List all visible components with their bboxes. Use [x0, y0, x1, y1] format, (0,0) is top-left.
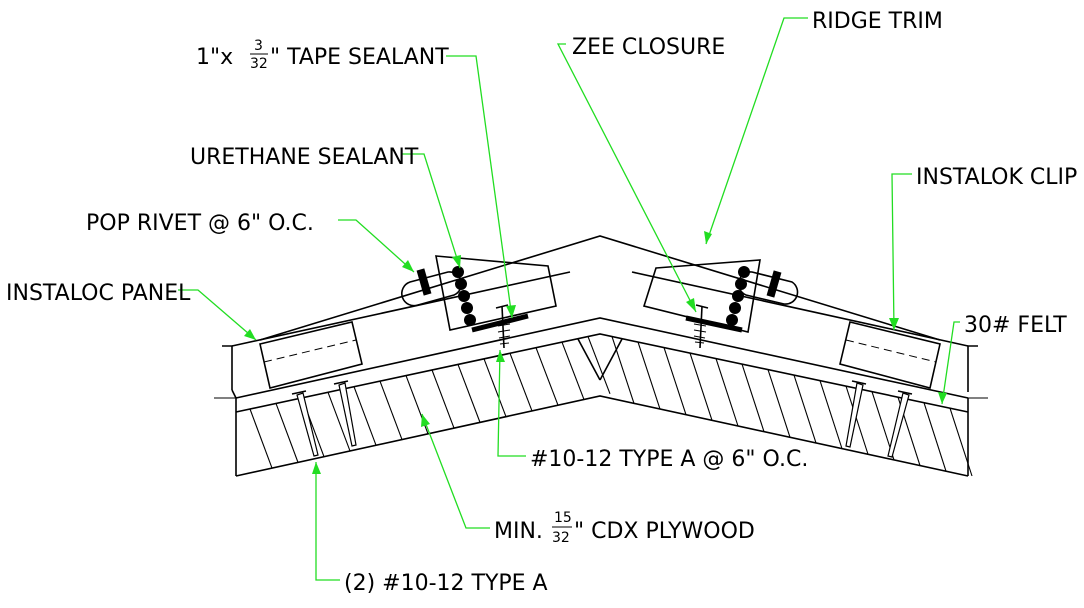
- callout-plywood: MIN. 15 32 " CDX PLYWOOD: [494, 510, 755, 546]
- tape-sealant-numerator: 3: [254, 38, 263, 54]
- instalok-clip-label: INSTALOK CLIP: [916, 165, 1077, 190]
- instaloc-panel-label: INSTALOC PANEL: [6, 281, 191, 306]
- right-instalok-clip: [839, 321, 941, 389]
- left-zee-closure: [435, 255, 557, 331]
- felt-label: 30# FELT: [964, 313, 1067, 338]
- left-instalok-clip: [259, 321, 363, 389]
- hatch-line: [715, 358, 739, 427]
- urethane-sealant-label: URETHANE SEALANT: [190, 145, 419, 170]
- hatch-line: [611, 336, 635, 404]
- hatch-line: [689, 352, 713, 421]
- right-urethane-sealant: [726, 266, 750, 326]
- hatch-line: [561, 341, 585, 400]
- right-tape-sealant-screw: [685, 304, 743, 349]
- right-zee-closure: [642, 259, 761, 333]
- callout-tape-sealant: 1"x 3 32 " TAPE SEALANT: [196, 38, 449, 72]
- hatch-line: [923, 402, 947, 472]
- zee-closure-label: ZEE CLOSURE: [572, 35, 725, 60]
- hatch-line: [353, 386, 377, 446]
- hatch-line: [845, 385, 869, 455]
- right-panel: [631, 271, 988, 399]
- plywood-numerator: 15: [554, 510, 572, 526]
- hatch-line: [327, 392, 351, 452]
- tape-sealant-prefix: 1"x: [196, 45, 233, 70]
- plywood-label: " CDX PLYWOOD: [574, 519, 755, 544]
- hatch-line: [483, 358, 507, 417]
- left-panel: [214, 271, 571, 399]
- screw-type-a-oc-label: #10-12 TYPE A @ 6" O.C.: [530, 447, 808, 472]
- hatch-line: [431, 369, 455, 429]
- hatch-line: [767, 369, 791, 438]
- plywood-denominator: 32: [552, 530, 570, 546]
- right-clip-screws: [845, 380, 913, 458]
- left-clip-screws: [291, 380, 357, 457]
- hatch-line: [637, 341, 661, 410]
- tape-sealant-label: " TAPE SEALANT: [270, 45, 449, 70]
- hatch-line: [379, 380, 403, 440]
- hatch-line: [587, 336, 611, 394]
- ridge-trim: [259, 235, 941, 341]
- hatch-line: [249, 408, 273, 469]
- hatch-line: [509, 353, 533, 412]
- hatch-line: [741, 363, 765, 432]
- leader-lines: [178, 17, 960, 581]
- plywood-deck: [235, 317, 969, 477]
- hatch-line: [457, 364, 481, 423]
- left-urethane-sealant: [452, 266, 476, 326]
- hatch-line: [793, 374, 817, 444]
- plywood-prefix: MIN.: [494, 519, 543, 544]
- left-tape-sealant-screw: [471, 304, 529, 349]
- hatch-line: [275, 403, 299, 463]
- ridge-trim-label: RIDGE TRIM: [812, 9, 943, 34]
- hatch-line: [949, 408, 973, 477]
- hatch-line: [535, 347, 559, 406]
- hatch-line: [819, 380, 843, 449]
- pop-rivet-label: POP RIVET @ 6" O.C.: [86, 211, 314, 236]
- two-screws-label: (2) #10-12 TYPE A: [344, 571, 548, 596]
- hatch-line: [663, 347, 687, 415]
- tape-sealant-denominator: 32: [250, 56, 268, 72]
